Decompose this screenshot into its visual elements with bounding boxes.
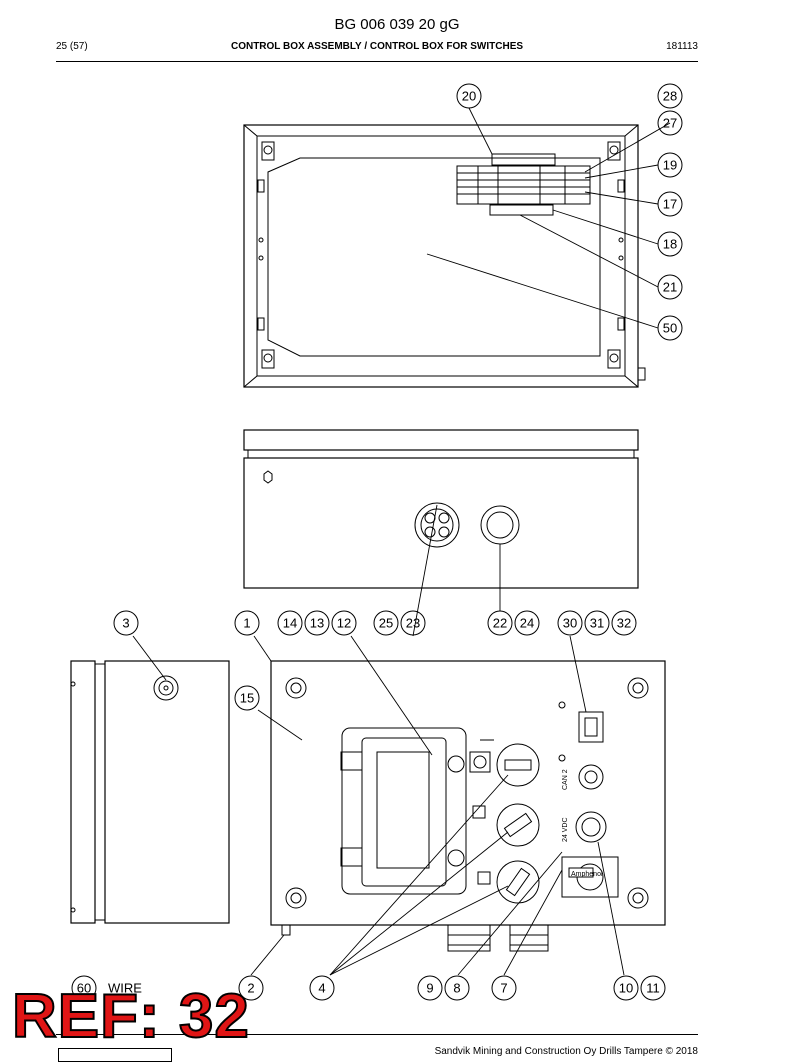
callout-27: 27: [663, 116, 677, 131]
vdc-label: 24 VDC: [562, 817, 569, 842]
callout-2: 2: [247, 981, 254, 996]
leader-lines: [132, 107, 671, 976]
header-row: 25 (57) CONTROL BOX ASSEMBLY / CONTROL B…: [56, 41, 698, 55]
callout-32: 32: [617, 616, 631, 631]
callout-30: 30: [563, 616, 577, 631]
callout-31: 31: [590, 616, 604, 631]
box-interior-view: [243, 124, 646, 388]
ref-overlay: REF: 32: [11, 982, 250, 1051]
callout-7: 7: [500, 981, 507, 996]
callout-60: 60: [77, 981, 91, 996]
document-date: 181113: [666, 41, 698, 52]
callout-17: 17: [663, 197, 677, 212]
callout-50: 50: [663, 321, 677, 336]
page-number: 25 (57): [56, 41, 88, 52]
callout-24: 24: [520, 616, 534, 631]
can2-label: CAN 2: [562, 769, 569, 790]
amphenol-label: Amphenol: [571, 871, 603, 878]
callout-13: 13: [310, 616, 324, 631]
box-panel-view: [270, 660, 666, 952]
callout-22: 22: [493, 616, 507, 631]
callout-12: 12: [337, 616, 351, 631]
callout-11: 11: [646, 981, 660, 996]
box-front-view: [243, 429, 639, 589]
box-side-view: [70, 660, 230, 924]
footer-copyright: Sandvik Mining and Construction Oy Drill…: [434, 1046, 698, 1057]
callout-23: 23: [406, 616, 420, 631]
document-title: BG 006 039 20 gG: [334, 16, 460, 33]
wire-label: WIRE: [108, 981, 142, 996]
callout-28: 28: [663, 89, 677, 104]
callout-1: 1: [243, 616, 250, 631]
callout-14: 14: [283, 616, 297, 631]
callout-3: 3: [122, 616, 129, 631]
callout-20: 20: [462, 89, 476, 104]
callout-10: 10: [619, 981, 633, 996]
callout-4: 4: [318, 981, 325, 996]
footer-rule: [56, 1034, 698, 1035]
callout-21: 21: [663, 280, 677, 295]
callout-8: 8: [453, 981, 460, 996]
callout-circles: [71, 83, 683, 1001]
header-rule: [56, 61, 698, 62]
callout-19: 19: [663, 158, 677, 173]
callout-9: 9: [426, 981, 433, 996]
callout-15: 15: [240, 691, 254, 706]
callout-25: 25: [379, 616, 393, 631]
section-title: CONTROL BOX ASSEMBLY / CONTROL BOX FOR S…: [230, 41, 524, 52]
callout-18: 18: [663, 237, 677, 252]
